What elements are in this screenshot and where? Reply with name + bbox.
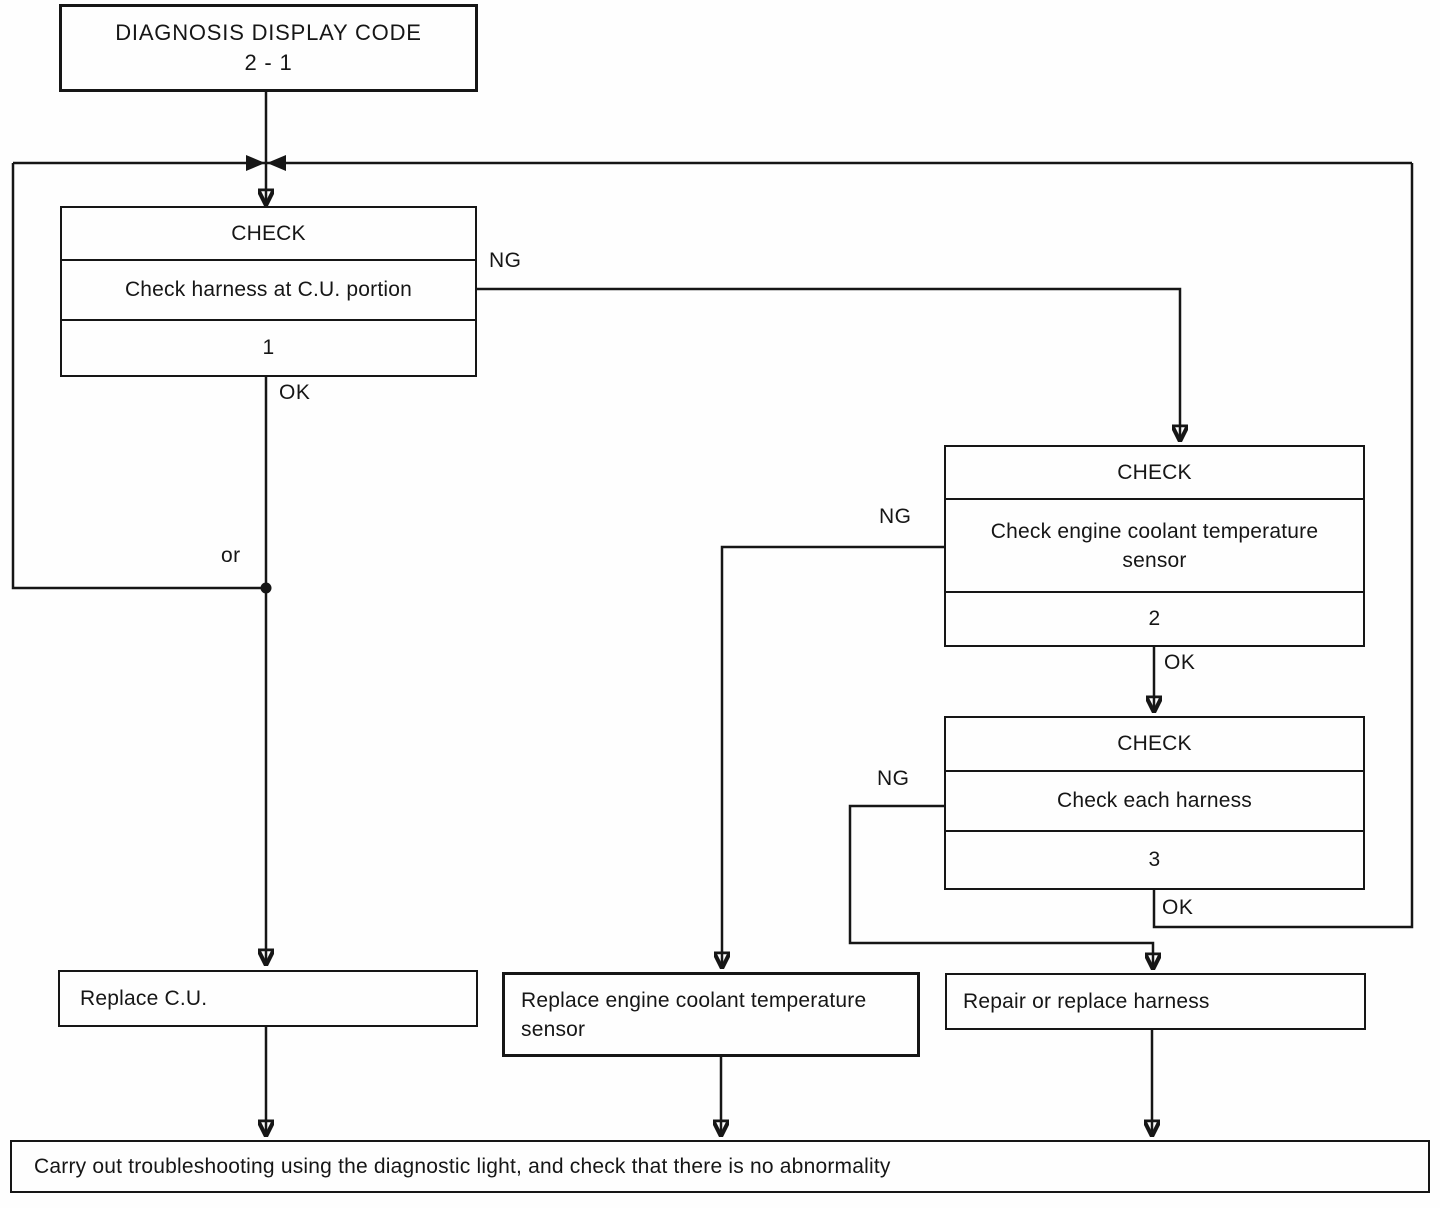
final-note-label: Carry out troubleshooting using the diag… [34, 1155, 891, 1178]
check-node-3: CHECK Check each harness 3 [944, 716, 1365, 890]
action-repair-harness-label: Repair or replace harness [963, 990, 1210, 1013]
check-2-description: Check engine coolant temperature sensor [946, 498, 1363, 591]
edge-check1-ng [477, 287, 1180, 439]
check-3-step: 3 [946, 830, 1363, 888]
merge-arrow-left-icon [246, 155, 265, 171]
start-node: DIAGNOSIS DISPLAY CODE 2 - 1 [59, 4, 478, 92]
or-label: or [221, 544, 241, 567]
check-1-ok-label: OK [279, 381, 311, 404]
check-node-2: CHECK Check engine coolant temperature s… [944, 445, 1365, 647]
check-node-1: CHECK Check harness at C.U. portion 1 [60, 206, 477, 377]
check-3-ok-label: OK [1162, 896, 1194, 919]
merge-arrow-right-icon [267, 155, 286, 171]
final-note-node: Carry out troubleshooting using the diag… [10, 1140, 1430, 1193]
start-title: DIAGNOSIS DISPLAY CODE [115, 20, 422, 45]
check-1-ng-label: NG [489, 249, 522, 272]
check-2-ok-label: OK [1164, 651, 1196, 674]
action-replace-sensor: Replace engine coolant temperature senso… [502, 972, 920, 1057]
check-1-header: CHECK [231, 221, 306, 245]
check-3-header: CHECK [1117, 732, 1192, 755]
check-1-step: 1 [62, 319, 475, 375]
junction-dot [260, 582, 272, 594]
edge-check2-ng [722, 545, 944, 966]
check-3-description: Check each harness [946, 770, 1363, 830]
action-replace-sensor-label: Replace engine coolant temperature senso… [521, 988, 867, 1041]
check-2-step: 2 [946, 591, 1363, 645]
action-replace-cu-label: Replace C.U. [80, 987, 208, 1010]
check-2-header: CHECK [1117, 460, 1192, 484]
check-3-ng-label: NG [877, 767, 910, 790]
check-1-description: Check harness at C.U. portion [62, 259, 475, 319]
start-code: 2 - 1 [244, 50, 293, 75]
action-repair-harness: Repair or replace harness [945, 973, 1366, 1030]
check-2-ng-label: NG [879, 505, 912, 528]
action-replace-cu: Replace C.U. [58, 970, 478, 1027]
